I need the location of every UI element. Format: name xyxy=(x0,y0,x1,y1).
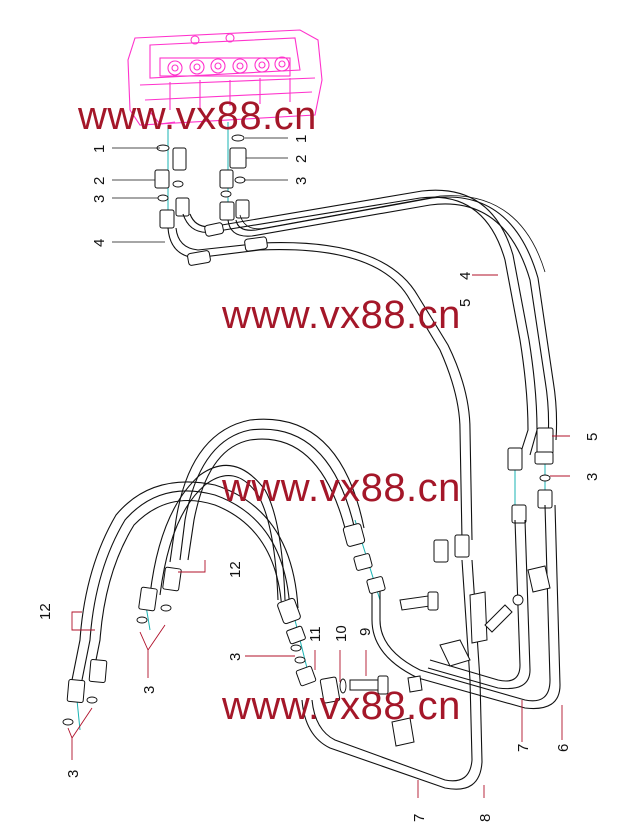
middle-hoses xyxy=(169,418,561,790)
callout-9: 9 xyxy=(357,628,374,636)
clamps-bolts xyxy=(319,565,551,747)
callout-1-left: 1 xyxy=(91,145,108,153)
callout-2-right: 2 xyxy=(293,155,310,163)
callout-11: 11 xyxy=(307,626,324,642)
callout-3-left: 3 xyxy=(91,195,108,203)
callout-3-lower-left: 3 xyxy=(141,686,158,694)
fitting-stack-left xyxy=(154,144,190,229)
watermark-2: www.vx88.cn xyxy=(222,293,461,337)
callout-10: 10 xyxy=(333,625,350,642)
callout-6: 6 xyxy=(555,744,572,752)
callout-4-mid: 4 xyxy=(457,272,474,280)
callout-3-right-lower: 3 xyxy=(584,473,601,481)
callout-3-lower-mid: 3 xyxy=(227,653,244,661)
watermark-4: www.vx88.cn xyxy=(222,684,461,728)
upper-hoses xyxy=(167,189,558,541)
callout-numbers: 1 2 3 4 1 2 3 4 5 5 3 12 12 3 3 3 11 10 … xyxy=(37,135,601,822)
left-hoses xyxy=(62,464,317,726)
watermark-3: www.vx88.cn xyxy=(222,466,461,510)
callout-5-mid: 5 xyxy=(457,299,474,307)
control-valve-block xyxy=(127,29,323,126)
callout-7-bottom: 7 xyxy=(411,814,428,822)
callout-3-bottom-left: 3 xyxy=(65,770,82,778)
watermark-1: www.vx88.cn xyxy=(78,94,317,138)
callout-5-right: 5 xyxy=(584,433,601,441)
callout-12-mid: 12 xyxy=(227,561,244,578)
callout-4-left: 4 xyxy=(91,239,108,247)
callout-2-left: 2 xyxy=(91,177,108,185)
callout-7-right: 7 xyxy=(515,744,532,752)
leader-lines xyxy=(67,137,570,798)
right-fittings xyxy=(433,427,554,563)
callout-1-right: 1 xyxy=(293,135,310,143)
callout-3-right: 3 xyxy=(293,177,310,185)
valve-spools xyxy=(167,56,290,76)
fitting-stack-right xyxy=(219,134,250,221)
callout-8: 8 xyxy=(477,814,494,822)
callout-12-left: 12 xyxy=(37,603,54,620)
